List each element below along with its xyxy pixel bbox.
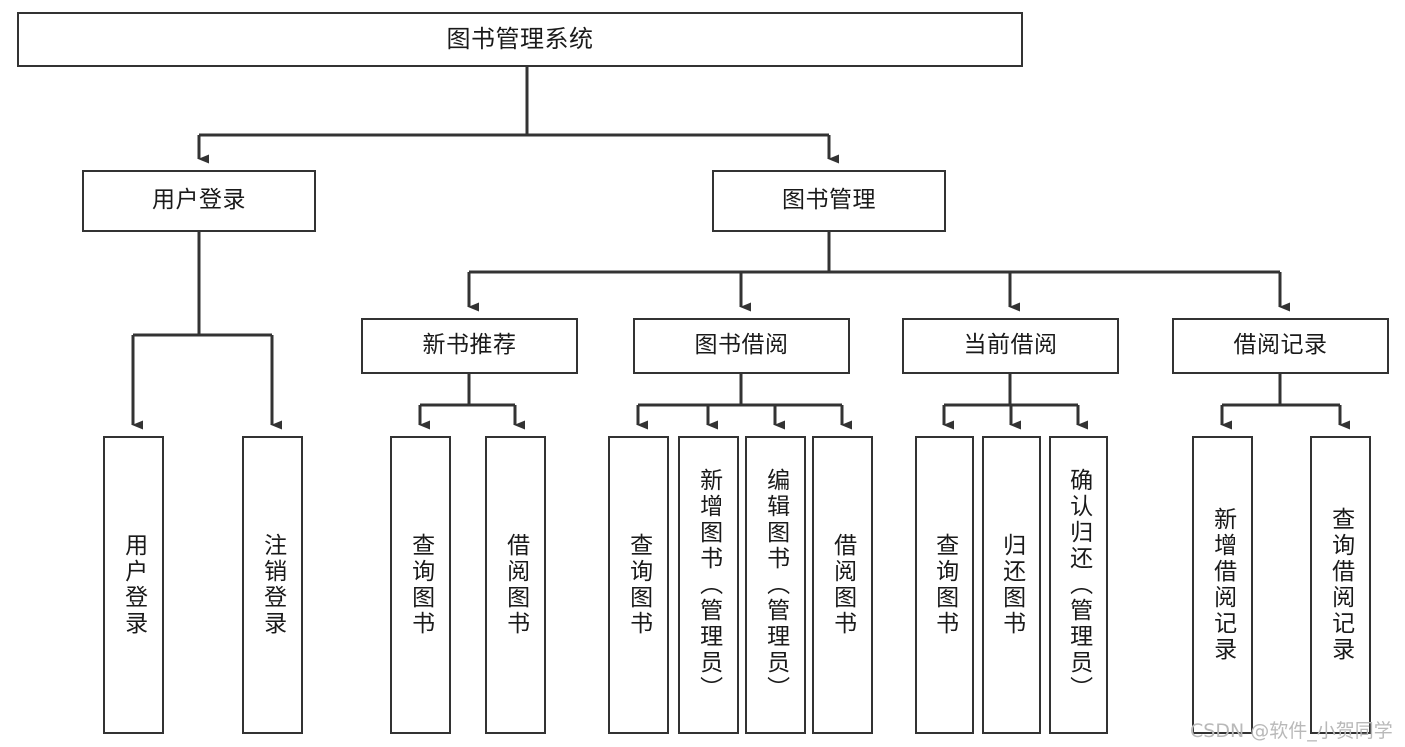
node-label: 图书借阅 bbox=[694, 332, 789, 359]
node-root[interactable]: 图书管理系统 bbox=[17, 12, 1023, 67]
node-label: 新增借阅记录 bbox=[1209, 507, 1236, 663]
node-label: 注销登录 bbox=[259, 533, 286, 637]
node-label: 新增图书（管理员） bbox=[695, 468, 722, 702]
node-user-login[interactable]: 用户登录 bbox=[82, 170, 316, 232]
node-label: 查询借阅记录 bbox=[1327, 507, 1354, 663]
node-label: 借阅图书 bbox=[502, 533, 529, 637]
node-label: 图书管理 bbox=[782, 187, 876, 214]
edge-layer bbox=[131, 67, 1350, 430]
node-leaf-borrow-book-rec[interactable]: 借阅图书 bbox=[485, 436, 546, 734]
node-label: 查询图书 bbox=[407, 533, 434, 637]
node-book-manage[interactable]: 图书管理 bbox=[712, 170, 946, 232]
node-label: 当前借阅 bbox=[963, 332, 1058, 359]
node-label: 借阅图书 bbox=[829, 533, 856, 637]
node-leaf-borrow-book[interactable]: 借阅图书 bbox=[812, 436, 873, 734]
node-leaf-edit-book-admin[interactable]: 编辑图书（管理员） bbox=[745, 436, 806, 734]
node-label: 新书推荐 bbox=[422, 332, 517, 359]
node-label: 用户登录 bbox=[152, 187, 246, 214]
node-leaf-query-book-rec[interactable]: 查询图书 bbox=[390, 436, 451, 734]
node-leaf-user-login[interactable]: 用户登录 bbox=[103, 436, 164, 734]
node-new-book-recommend[interactable]: 新书推荐 bbox=[361, 318, 578, 374]
node-label: 查询图书 bbox=[625, 533, 652, 637]
node-label: 借阅记录 bbox=[1233, 332, 1328, 359]
node-leaf-confirm-return-admin[interactable]: 确认归还（管理员） bbox=[1049, 436, 1108, 734]
node-book-borrow[interactable]: 图书借阅 bbox=[633, 318, 850, 374]
node-label: 确认归还（管理员） bbox=[1065, 468, 1092, 702]
node-leaf-query-book-cur[interactable]: 查询图书 bbox=[915, 436, 974, 734]
node-label: 归还图书 bbox=[998, 533, 1025, 637]
node-leaf-add-book-admin[interactable]: 新增图书（管理员） bbox=[678, 436, 739, 734]
node-label: 图书管理系统 bbox=[446, 25, 594, 54]
node-label: 编辑图书（管理员） bbox=[762, 468, 789, 702]
node-label: 用户登录 bbox=[120, 533, 147, 637]
node-leaf-add-borrow-record[interactable]: 新增借阅记录 bbox=[1192, 436, 1253, 734]
node-leaf-query-borrow-record[interactable]: 查询借阅记录 bbox=[1310, 436, 1371, 734]
node-leaf-user-logout[interactable]: 注销登录 bbox=[242, 436, 303, 734]
node-leaf-return-book[interactable]: 归还图书 bbox=[982, 436, 1041, 734]
node-leaf-query-book-borrow[interactable]: 查询图书 bbox=[608, 436, 669, 734]
node-current-borrow[interactable]: 当前借阅 bbox=[902, 318, 1119, 374]
node-borrow-record[interactable]: 借阅记录 bbox=[1172, 318, 1389, 374]
node-label: 查询图书 bbox=[931, 533, 958, 637]
